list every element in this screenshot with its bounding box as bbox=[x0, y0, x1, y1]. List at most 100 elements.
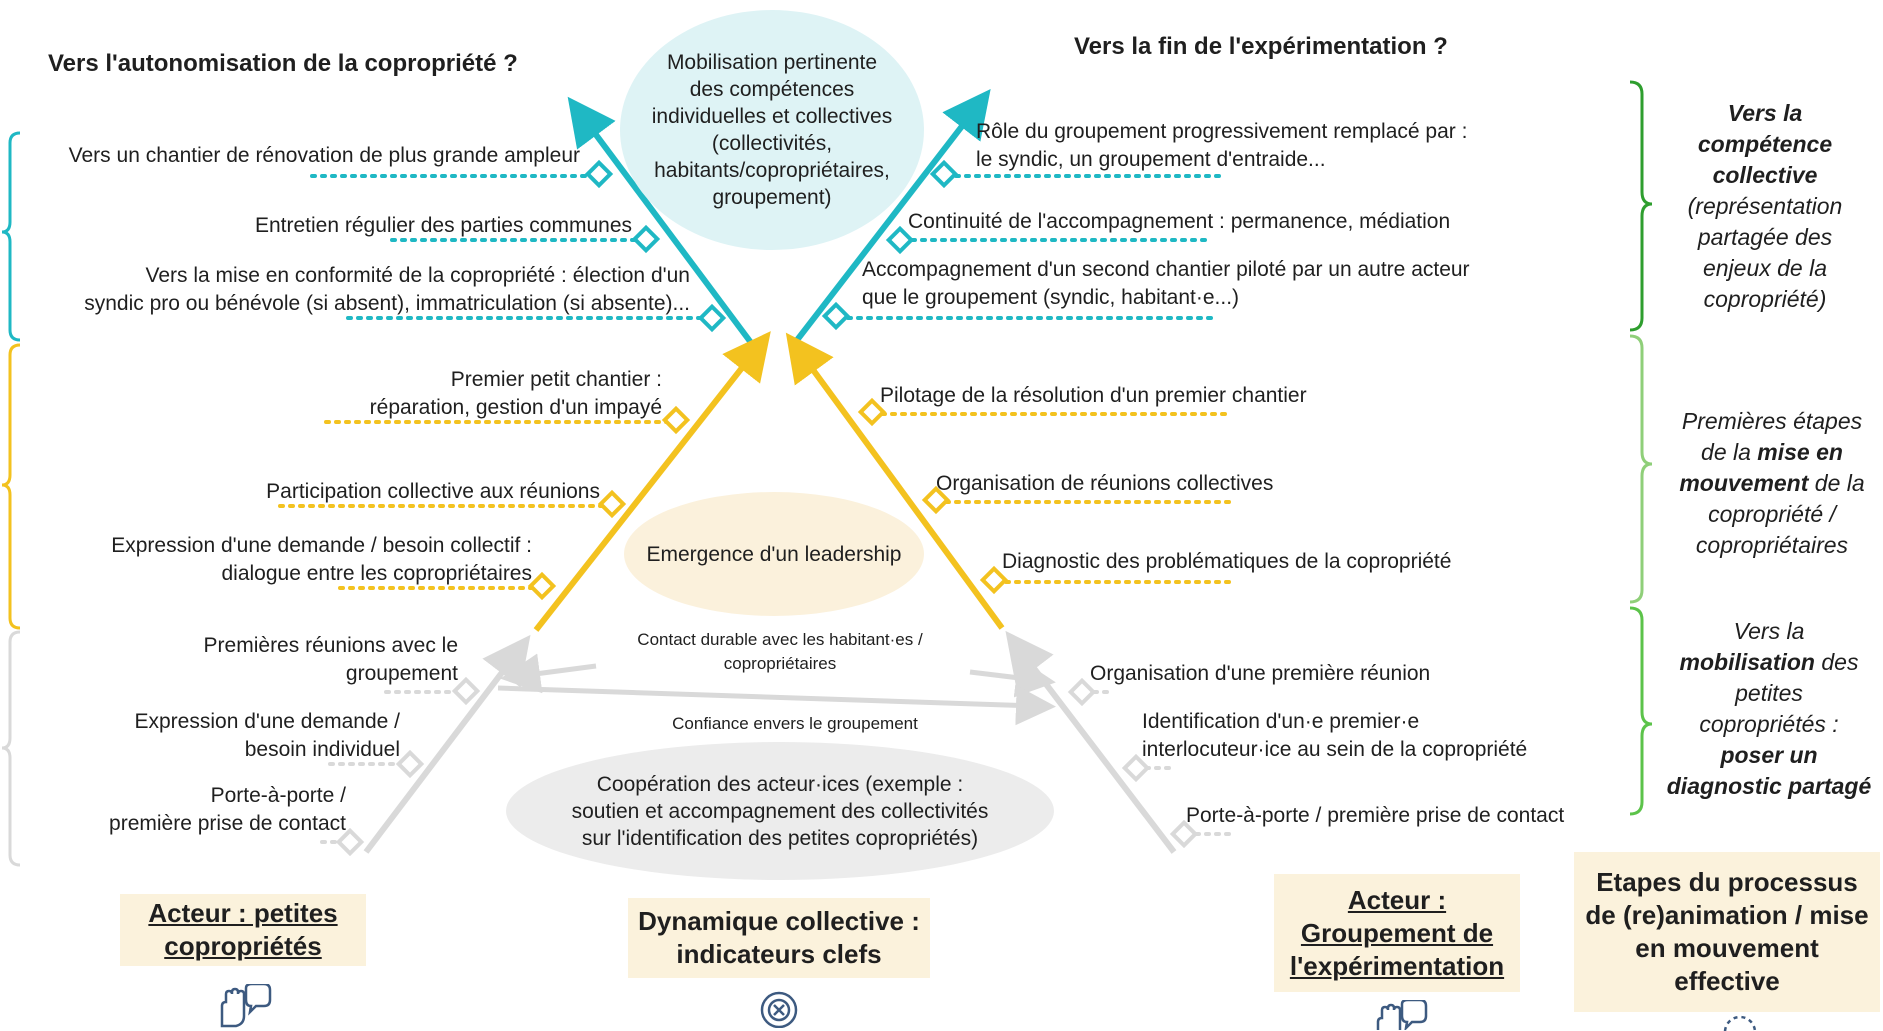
left-grey-item-line: Premières réunions avec le bbox=[203, 634, 458, 657]
phase-line: copropriété / bbox=[1708, 501, 1836, 527]
right-grey-item-line: Identification d'un·e premier·e bbox=[1142, 710, 1420, 733]
box-line: l'expérimentation bbox=[1289, 950, 1505, 981]
phase-competence-collective: Vers la compétence collective (représent… bbox=[1660, 98, 1870, 315]
phase-line: de la bbox=[1808, 470, 1865, 496]
left-yellow-item-line: Expression d'une demande / besoin collec… bbox=[111, 534, 532, 557]
left-teal-item: Vers la mise en conformité de la copropr… bbox=[84, 262, 690, 318]
left-yellow-item-line: Premier petit chantier : bbox=[450, 368, 662, 391]
phase-line: petites bbox=[1735, 680, 1803, 706]
phase-line: Vers la bbox=[1727, 100, 1803, 126]
left-teal-item: Vers un chantier de rénovation de plus g… bbox=[69, 142, 580, 170]
right-teal-item-line: Continuité de l'accompagnement : permane… bbox=[908, 210, 1451, 233]
phase-line: collective bbox=[1712, 162, 1818, 188]
arrow-yellow-left bbox=[533, 331, 771, 632]
box-line: Acteur : bbox=[1347, 884, 1447, 915]
left-grey-item: Expression d'une demande / besoin indivi… bbox=[134, 708, 400, 764]
progress-circle-icon bbox=[1723, 1015, 1757, 1031]
bracket-green-3 bbox=[1629, 606, 1653, 816]
box-line: copropriétés bbox=[164, 931, 322, 961]
ellipse-mobilisation-line: (collectivités, bbox=[711, 132, 833, 155]
target-icon bbox=[760, 991, 798, 1028]
ellipse-mobilisation: Mobilisation pertinente des compétences … bbox=[620, 10, 924, 250]
left-grey-item-line: Expression d'une demande / bbox=[134, 710, 400, 733]
right-yellow-item: Pilotage de la résolution d'un premier c… bbox=[880, 382, 1307, 410]
left-teal-item-line: Vers la mise en conformité de la copropr… bbox=[145, 264, 690, 287]
right-grey-item: Porte-à-porte / première prise de contac… bbox=[1186, 802, 1564, 830]
ellipse-cooperation-line: Coopération des acteur·ices (exemple : bbox=[596, 772, 964, 796]
right-grey-item-line: Porte-à-porte / première prise de contac… bbox=[1186, 804, 1565, 827]
ellipse-mobilisation-line: groupement) bbox=[712, 186, 832, 209]
left-yellow-item: Expression d'une demande / besoin collec… bbox=[111, 532, 532, 588]
right-grey-item: Organisation d'une première réunion bbox=[1090, 660, 1430, 688]
left-teal-item: Entretien régulier des parties communes bbox=[255, 212, 632, 240]
phase-line: enjeux de la bbox=[1702, 255, 1828, 281]
box-actor-petites-coproprietes: Acteur : petites copropriétés bbox=[120, 894, 366, 966]
arrow-teal-right bbox=[791, 88, 991, 346]
left-grey-item-line: Porte-à-porte / bbox=[210, 784, 346, 807]
ellipse-mobilisation-line: des compétences bbox=[689, 78, 855, 101]
box-dynamique-collective: Dynamique collective : indicateurs clefs bbox=[628, 898, 930, 978]
left-teal-item-line: Vers un chantier de rénovation de plus g… bbox=[68, 144, 580, 167]
arrow-grey-contact bbox=[500, 653, 597, 694]
right-teal-item: Continuité de l'accompagnement : permane… bbox=[908, 208, 1450, 236]
box-line: effective bbox=[1674, 966, 1780, 996]
title-right: Vers la fin de l'expérimentation ? bbox=[1074, 33, 1448, 60]
box-line: indicateurs clefs bbox=[676, 939, 882, 969]
phase-line: Premières étapes bbox=[1681, 408, 1863, 434]
box-line: Dynamique collective : bbox=[638, 906, 920, 936]
phase-line: compétence bbox=[1697, 131, 1833, 157]
title-left: Vers l'autonomisation de la copropriété … bbox=[48, 50, 518, 77]
arrow-grey-contact-right bbox=[969, 657, 1056, 698]
left-teal-item-line: syndic pro ou bénévole (si absent), imma… bbox=[84, 292, 690, 315]
left-yellow-item-line: réparation, gestion d'un impayé bbox=[369, 396, 662, 419]
left-grey-item: Porte-à-porte / première prise de contac… bbox=[109, 782, 346, 838]
box-line: Acteur : petites bbox=[148, 898, 338, 928]
right-grey-item-line: interlocuteur·ice au sein de la copropri… bbox=[1142, 738, 1528, 761]
box-actor-groupement: Acteur : Groupement de l'expérimentation bbox=[1274, 874, 1520, 992]
right-yellow-item: Organisation de réunions collectives bbox=[936, 470, 1273, 498]
bracket-teal-left bbox=[1, 131, 21, 342]
bracket-grey-left bbox=[1, 630, 21, 867]
left-yellow-item: Premier petit chantier : réparation, ges… bbox=[370, 366, 662, 422]
left-grey-item-line: groupement bbox=[345, 662, 458, 685]
phase-line-bold: mise en bbox=[1757, 439, 1843, 465]
box-line: en mouvement bbox=[1635, 933, 1819, 963]
box-line: Etapes du processus bbox=[1596, 867, 1858, 897]
phase-line: copropriété) bbox=[1703, 286, 1827, 312]
phase-line: des bbox=[1814, 649, 1859, 675]
label-confiance: Confiance envers le groupement bbox=[672, 714, 918, 733]
right-teal-item-line: Rôle du groupement progressivement rempl… bbox=[976, 120, 1468, 143]
phase-line: diagnostic partagé bbox=[1666, 773, 1872, 799]
phase-line-bold: mobilisation bbox=[1679, 649, 1815, 675]
phase-mobilisation: Vers la mobilisation des petites copropr… bbox=[1656, 616, 1882, 802]
right-teal-item: Rôle du groupement progressivement rempl… bbox=[976, 118, 1467, 174]
left-teal-item-line: Entretien régulier des parties communes bbox=[254, 214, 632, 237]
box-line: Groupement de bbox=[1300, 917, 1494, 948]
left-yellow-item: Participation collective aux réunions bbox=[266, 478, 600, 506]
arrow-grey-confiance bbox=[497, 685, 1056, 726]
bracket-yellow-left bbox=[1, 343, 21, 630]
right-yellow-item-line: Pilotage de la résolution d'un premier c… bbox=[880, 384, 1307, 407]
phase-line: copropriétés : bbox=[1699, 711, 1839, 737]
hand-speech-icon bbox=[220, 984, 272, 1028]
arrow-grey-left bbox=[363, 634, 531, 854]
left-grey-item-line: première prise de contact bbox=[109, 812, 346, 835]
right-yellow-item-line: Diagnostic des problématiques de la copr… bbox=[1002, 550, 1452, 573]
phase-line: poser un bbox=[1720, 742, 1818, 768]
phase-line: partagée des bbox=[1697, 224, 1833, 250]
left-yellow-item-line: dialogue entre les copropriétaires bbox=[221, 562, 532, 585]
phase-line-bold: mouvement bbox=[1679, 470, 1809, 496]
phase-line: de la bbox=[1701, 439, 1758, 465]
phase-line: Vers la bbox=[1733, 618, 1805, 644]
left-grey-item-line: besoin individuel bbox=[244, 738, 400, 761]
ellipse-mobilisation-line: habitants/copropriétaires, bbox=[654, 159, 890, 182]
right-yellow-item-line: Organisation de réunions collectives bbox=[936, 472, 1274, 495]
right-grey-item: Identification d'un·e premier·e interloc… bbox=[1142, 708, 1527, 764]
ellipse-cooperation-line: soutien et accompagnement des collectivi… bbox=[571, 799, 989, 823]
phase-line: copropriétaires bbox=[1695, 532, 1849, 558]
ellipse-mobilisation-line: individuelles et collectives bbox=[651, 105, 893, 128]
left-yellow-item-line: Participation collective aux réunions bbox=[266, 480, 600, 503]
arrow-teal-left bbox=[567, 96, 755, 346]
right-teal-item: Accompagnement d'un second chantier pilo… bbox=[862, 256, 1470, 312]
